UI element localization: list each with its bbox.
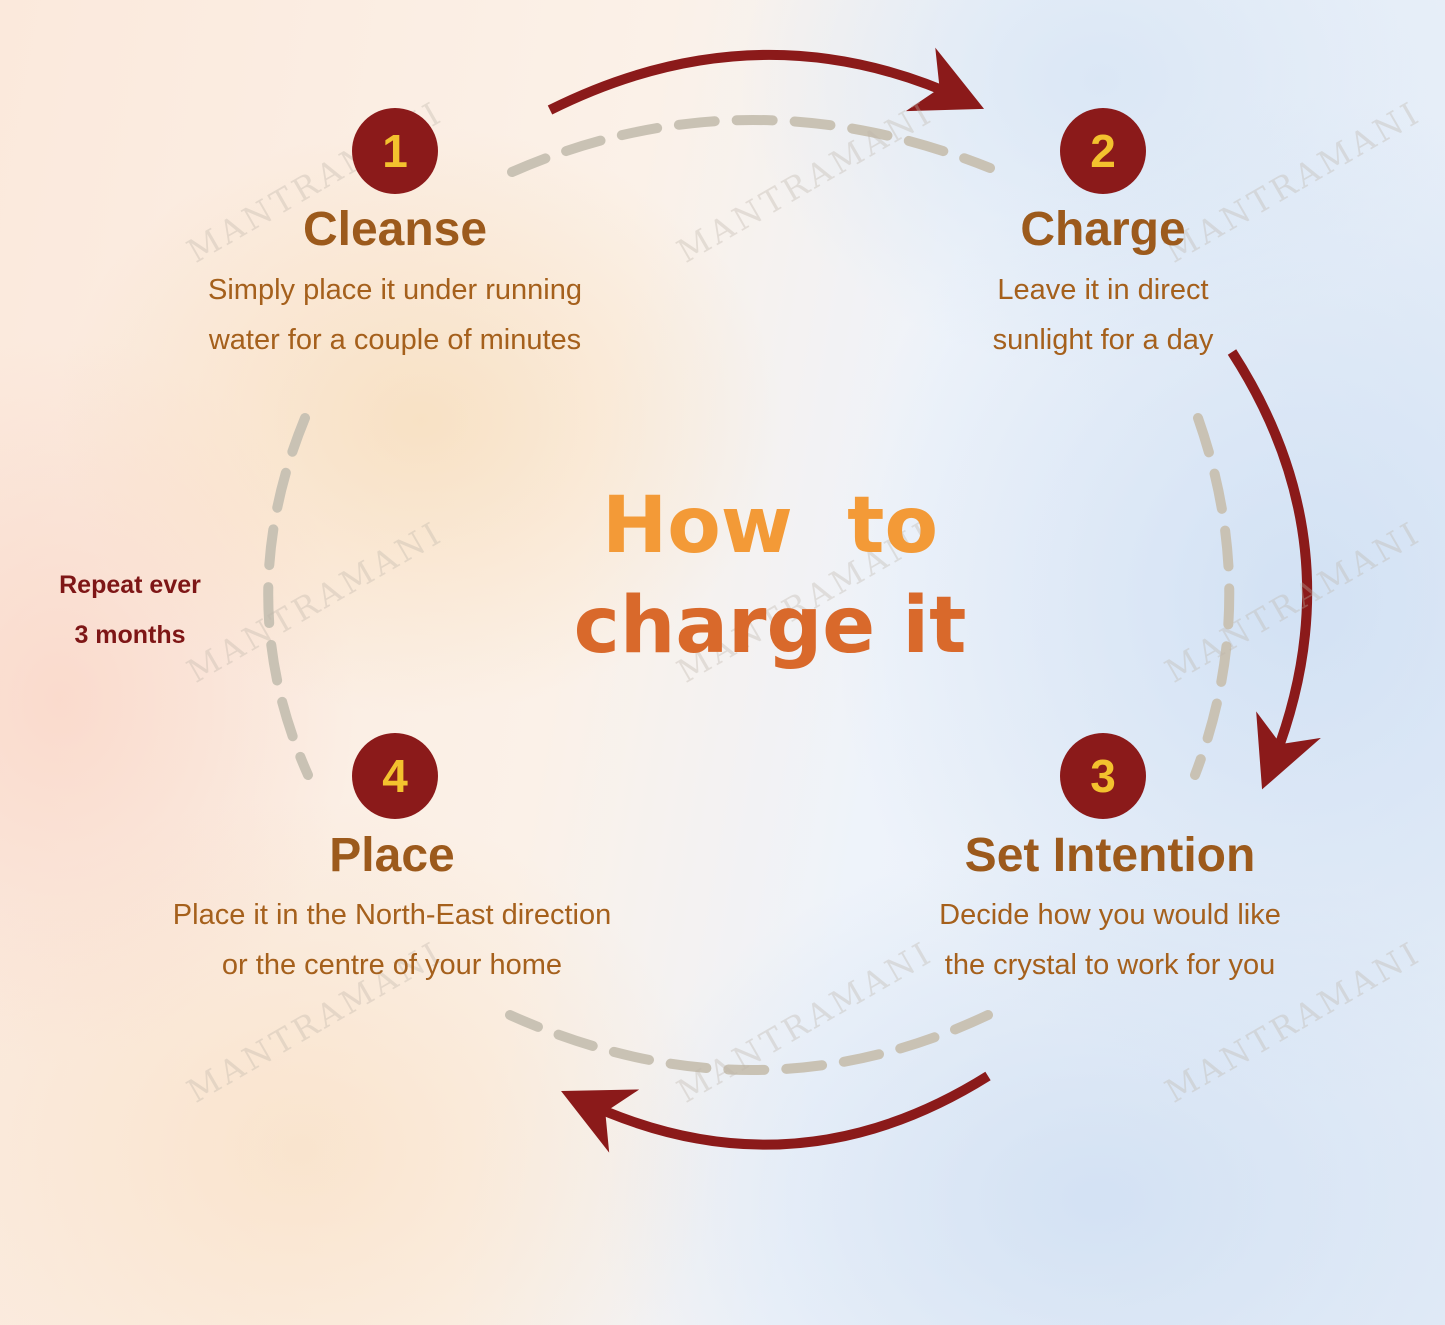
step-1-desc-line-1: Simply place it under running bbox=[208, 274, 582, 306]
step-3-desc-line-1: Decide how you would like bbox=[939, 899, 1281, 931]
repeat-note: Repeat ever 3 months bbox=[30, 560, 230, 660]
dashed-arc-left bbox=[263, 413, 313, 780]
repeat-note-line-2: 3 months bbox=[74, 621, 186, 649]
arrow-intention-to-place bbox=[561, 1071, 991, 1153]
arrow-charge-to-intention bbox=[1227, 349, 1321, 790]
dashed-arc-bottom bbox=[505, 1010, 993, 1075]
step-1-title: Cleanse bbox=[302, 203, 488, 256]
step-1-desc-line-2: water for a couple of minutes bbox=[208, 324, 582, 356]
step-3-title: Set Intention bbox=[964, 829, 1256, 882]
step-4-desc-line-2: or the centre of your home bbox=[221, 949, 563, 981]
dashed-arc-right bbox=[1190, 413, 1235, 780]
step-4-badge: 4 bbox=[352, 733, 438, 819]
diagram-title-line-1: How to bbox=[601, 481, 939, 571]
diagram-title-line-2: charge it bbox=[573, 581, 967, 671]
step-2-description: Leave it in direct sunlight for a day bbox=[878, 265, 1328, 365]
step-4-description: Place it in the North-East direction or … bbox=[102, 890, 682, 990]
dashed-arc-top bbox=[507, 115, 995, 177]
step-2-desc-line-2: sunlight for a day bbox=[992, 324, 1214, 356]
step-3-description: Decide how you would like the crystal to… bbox=[860, 890, 1360, 990]
step-4-desc-line-1: Place it in the North-East direction bbox=[172, 899, 612, 931]
step-1-badge: 1 bbox=[352, 108, 438, 194]
step-1-description: Simply place it under running water for … bbox=[120, 265, 670, 365]
step-2-desc-line-1: Leave it in direct bbox=[997, 274, 1209, 306]
step-2-badge: 2 bbox=[1060, 108, 1146, 194]
repeat-note-line-1: Repeat ever bbox=[59, 571, 201, 599]
arrow-cleanse-to-charge bbox=[547, 47, 985, 115]
step-3-desc-line-2: the crystal to work for you bbox=[944, 949, 1276, 981]
step-2-title: Charge bbox=[1020, 203, 1186, 256]
step-4-title: Place bbox=[329, 829, 455, 882]
diagram-title: How to charge it bbox=[520, 478, 1020, 678]
step-3-badge: 3 bbox=[1060, 733, 1146, 819]
